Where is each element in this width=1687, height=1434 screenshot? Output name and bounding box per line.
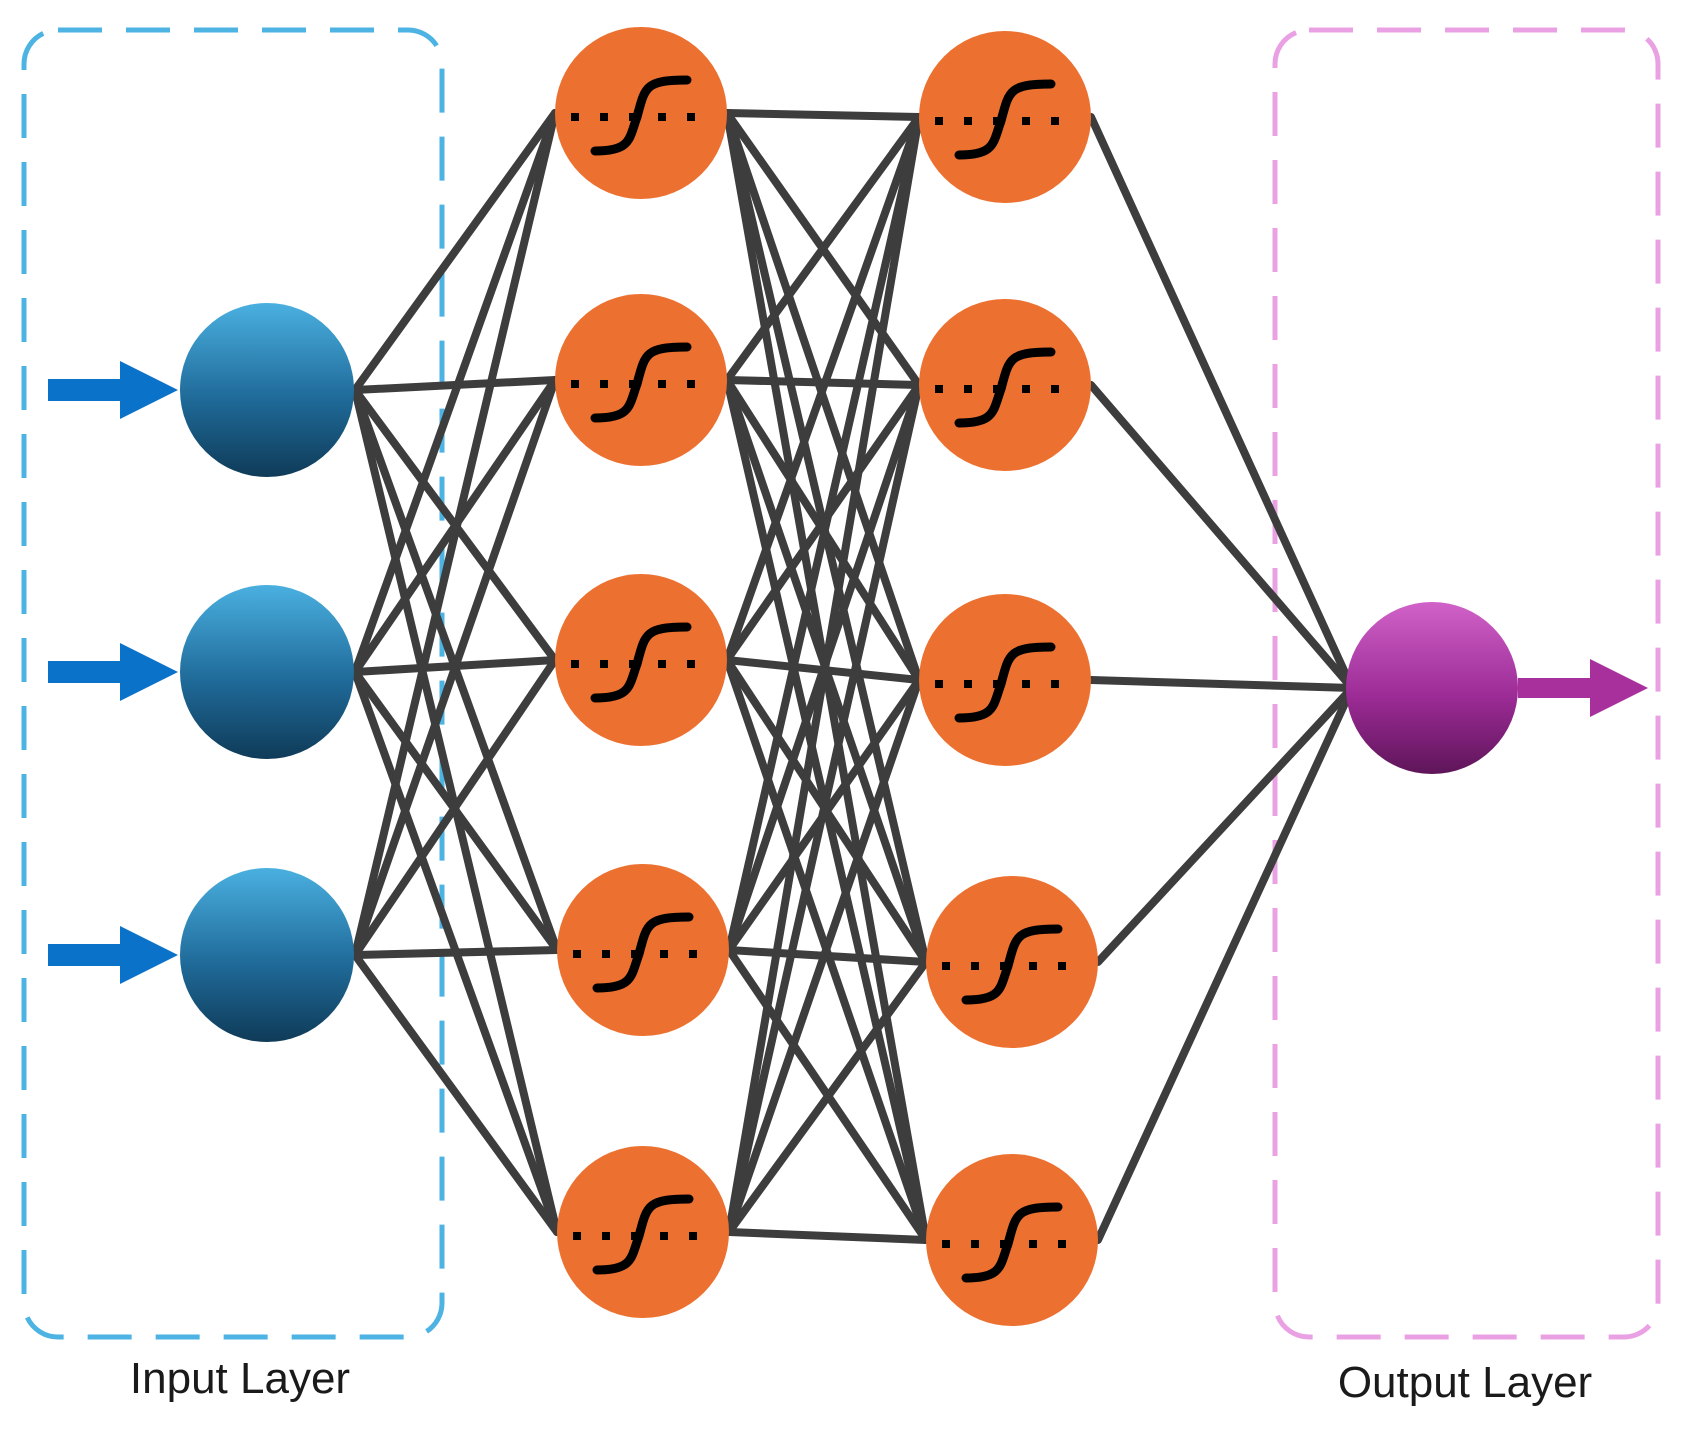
connection-h1-1-h2-1 — [723, 109, 923, 121]
sigmoid-icon — [935, 79, 1077, 160]
hidden2-node-1 — [919, 31, 1091, 203]
connection-h1-4-h2-1 — [725, 113, 923, 954]
output-layer-box — [1272, 27, 1661, 1340]
output-layer-label: Output Layer — [1338, 1358, 1592, 1407]
connection-h2-2-output1 — [1087, 381, 1356, 692]
connection-input3-h1-4 — [351, 946, 561, 959]
hidden2-node-3 — [919, 594, 1091, 766]
connection-h1-5-h2-5 — [725, 1228, 930, 1244]
hidden2-node-2 — [919, 299, 1091, 471]
connection-h1-5-h2-1 — [725, 113, 923, 1236]
input-arrow-icon — [48, 643, 178, 701]
arrows-group — [48, 361, 1648, 984]
connection-input3-h1-2 — [351, 376, 559, 959]
connection-input3-h1-1 — [351, 109, 559, 959]
connection-input1-h1-1 — [351, 109, 559, 394]
hidden2-node-5 — [926, 1154, 1098, 1326]
sigmoid-icon — [935, 347, 1077, 428]
sigmoid-icon — [942, 1202, 1084, 1283]
hidden1-node-5 — [557, 1146, 729, 1318]
input-node-3 — [180, 868, 354, 1042]
sigmoid-icon — [571, 622, 713, 703]
sigmoid-icon — [942, 924, 1084, 1005]
connection-h1-3-h2-1 — [723, 113, 923, 664]
hidden1-node-3 — [555, 574, 727, 746]
output-arrow-icon — [1518, 659, 1648, 717]
connection-input3-h1-3 — [351, 656, 559, 959]
connection-h1-5-h2-4 — [725, 958, 930, 1236]
sigmoid-icon — [573, 1194, 715, 1275]
connection-input3-h1-5 — [351, 951, 561, 1236]
connections-group — [351, 109, 1356, 1244]
nodes-group — [180, 27, 1518, 1326]
input-layer-box — [21, 27, 445, 1340]
connection-input2-h1-1 — [351, 109, 559, 676]
connection-h1-5-h2-3 — [725, 676, 923, 1236]
connection-h2-5-output1 — [1094, 684, 1356, 1244]
hidden1-node-2 — [555, 294, 727, 466]
sigmoid-icon — [571, 75, 713, 156]
connection-h1-5-h2-2 — [725, 381, 923, 1236]
input-node-1 — [180, 303, 354, 477]
output-node-1 — [1346, 602, 1518, 774]
input-arrow-icon — [48, 926, 178, 984]
connection-h2-1-output1 — [1087, 113, 1356, 692]
input-arrow-icon — [48, 361, 178, 419]
input-node-2 — [180, 585, 354, 759]
connection-h2-3-output1 — [1087, 676, 1356, 692]
sigmoid-icon — [573, 912, 715, 993]
hidden1-node-1 — [555, 27, 727, 199]
connection-h1-2-h2-1 — [723, 113, 923, 384]
sigmoid-icon — [571, 342, 713, 423]
connection-h2-4-output1 — [1094, 684, 1356, 966]
input-layer-label: Input Layer — [130, 1354, 350, 1403]
hidden2-node-4 — [926, 876, 1098, 1048]
sigmoid-icon — [935, 642, 1077, 723]
hidden1-node-4 — [557, 864, 729, 1036]
